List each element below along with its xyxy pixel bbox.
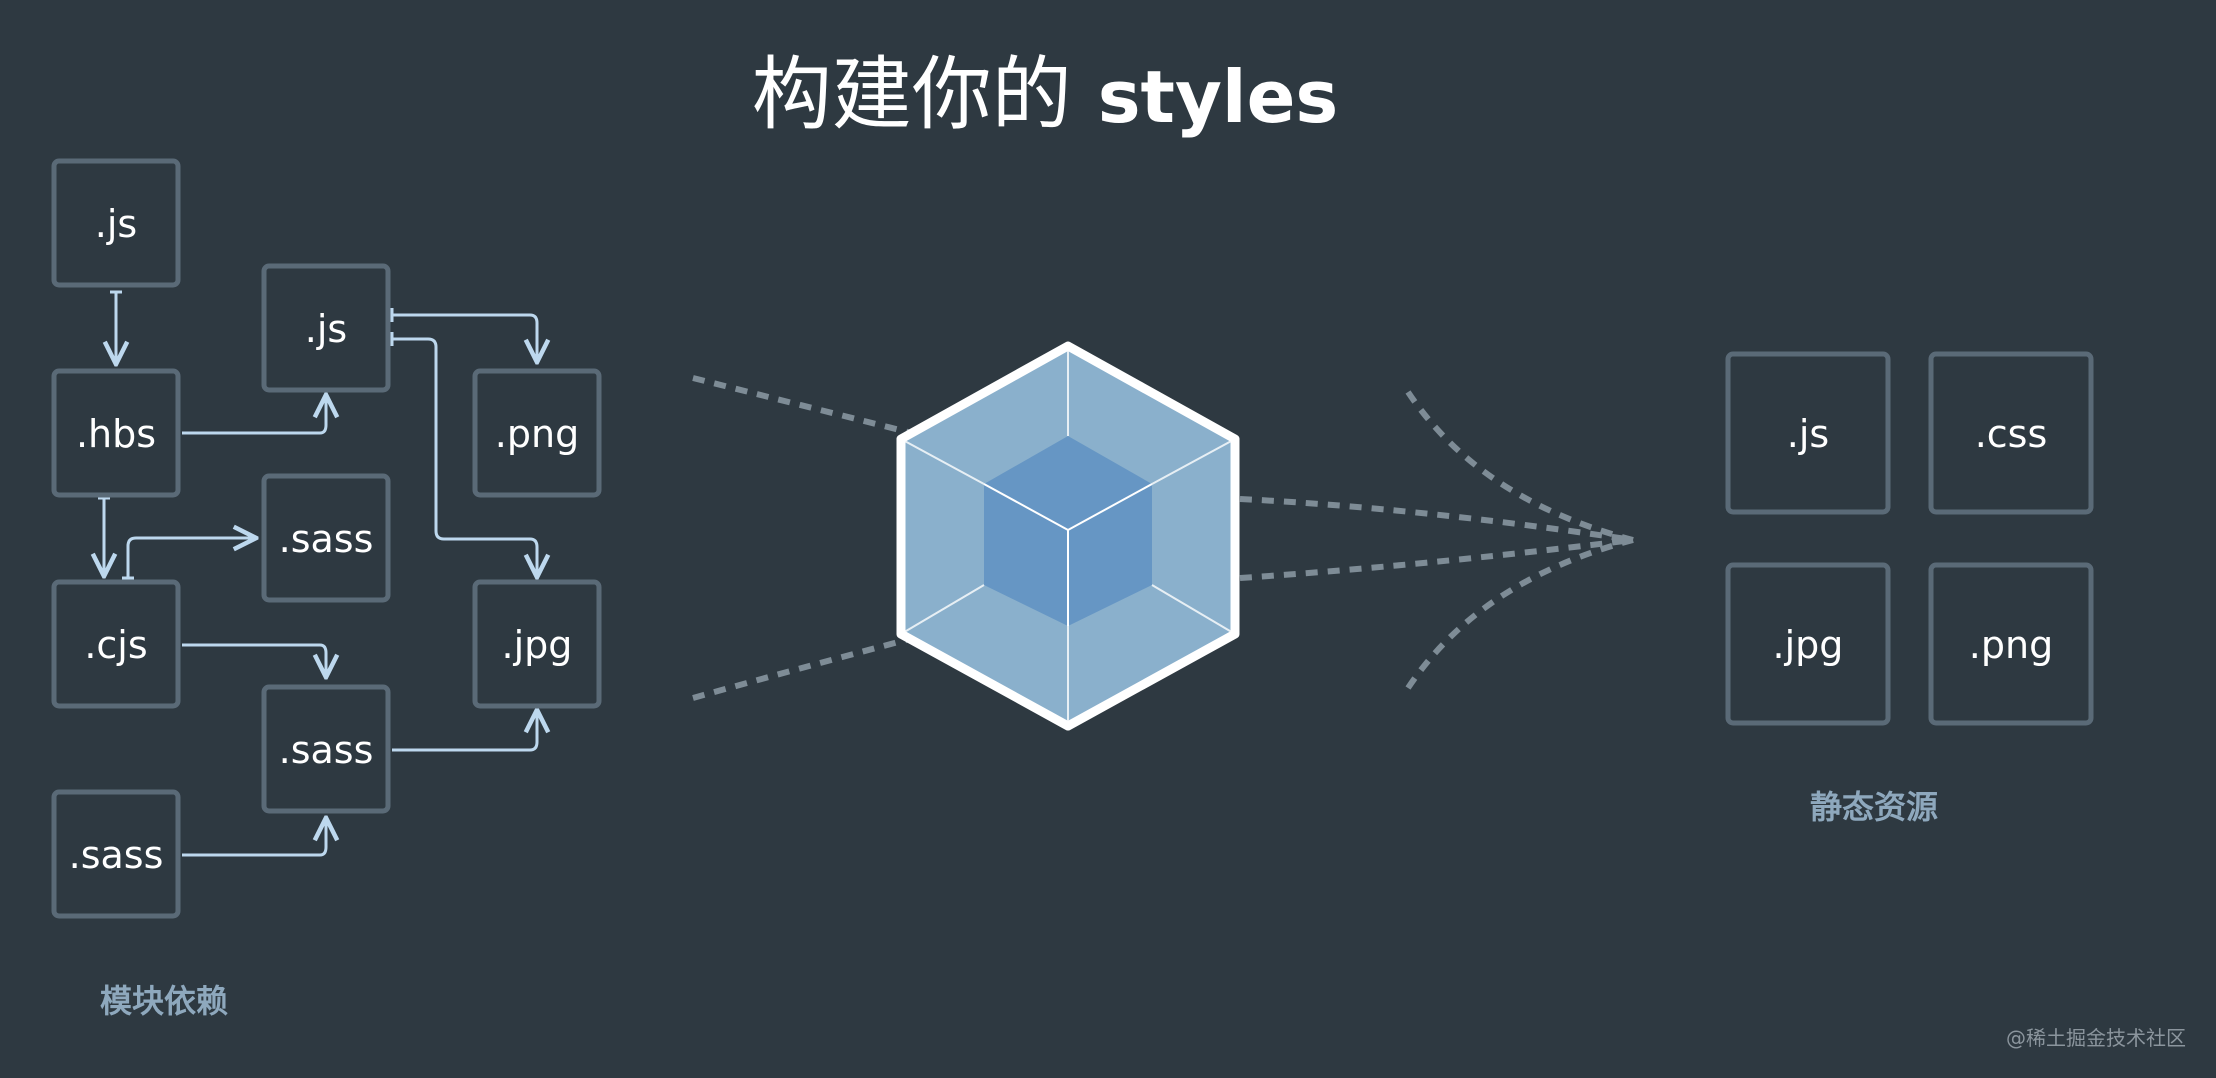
module-label: .png: [495, 412, 579, 456]
title-cn: 构建你的: [752, 48, 1072, 141]
asset-box-js: .js: [1725, 351, 1891, 515]
modules-section-label: 模块依赖: [100, 982, 228, 1020]
asset-box-png: .png: [1928, 562, 2094, 726]
page-title: 构建你的 styles: [752, 48, 1339, 141]
connector-hbs-to-js: [182, 397, 326, 435]
connector-js-to-hbs: [110, 290, 122, 362]
asset-label: .jpg: [1773, 623, 1844, 667]
asset-box-css: .css: [1928, 351, 2094, 515]
flow-line-out-upper-curve: [1405, 390, 1634, 543]
module-label: .js: [305, 307, 347, 351]
module-box-js: .js: [261, 263, 391, 393]
asset-box-jpg: .jpg: [1725, 562, 1891, 726]
flow-line-out-bottom: [1239, 537, 1634, 581]
connector-js-to-png: [390, 308, 537, 360]
module-box-jpg: .jpg: [472, 579, 602, 709]
connector-cjs-to-sass: [122, 538, 254, 580]
module-label: .sass: [279, 517, 374, 561]
module-box-hbs: .hbs: [51, 368, 181, 498]
module-label: .jpg: [502, 623, 573, 667]
module-label: .js: [95, 202, 137, 246]
asset-boxes: .js .css .jpg .png: [1725, 351, 2094, 726]
module-boxes: .js .js .hbs .png .sass .cjs .jpg .sass: [51, 158, 602, 919]
module-box-sass: .sass: [51, 789, 181, 919]
module-label: .cjs: [84, 623, 147, 667]
asset-label: .js: [1787, 412, 1829, 456]
module-box-sass: .sass: [261, 473, 391, 603]
module-connectors: [98, 290, 537, 857]
module-box-png: .png: [472, 368, 602, 498]
module-label: .sass: [69, 833, 164, 877]
asset-label: .css: [1975, 412, 2048, 456]
connector-sass-to-sass: [182, 820, 326, 857]
flow-line-out-lower-curve: [1405, 537, 1634, 690]
flow-line-out-top: [1239, 496, 1634, 543]
module-box-cjs: .cjs: [51, 579, 181, 709]
connector-cjs-to-sass-2: [182, 643, 326, 675]
asset-label: .png: [1969, 623, 2053, 667]
title-en: styles: [1098, 55, 1339, 139]
module-label: .sass: [279, 728, 374, 772]
module-box-sass: .sass: [261, 684, 391, 814]
module-label: .hbs: [76, 412, 156, 456]
output-flow-lines: [1239, 390, 1634, 690]
watermark: @稀土掘金技术社区: [2006, 1026, 2186, 1050]
connector-js-to-jpg: [390, 332, 537, 575]
module-box-js: .js: [51, 158, 181, 288]
connector-sass-to-jpg: [392, 712, 537, 752]
webpack-cube-icon: [896, 341, 1240, 731]
assets-section-label: 静态资源: [1810, 788, 1938, 826]
connector-hbs-to-cjs: [98, 496, 110, 574]
